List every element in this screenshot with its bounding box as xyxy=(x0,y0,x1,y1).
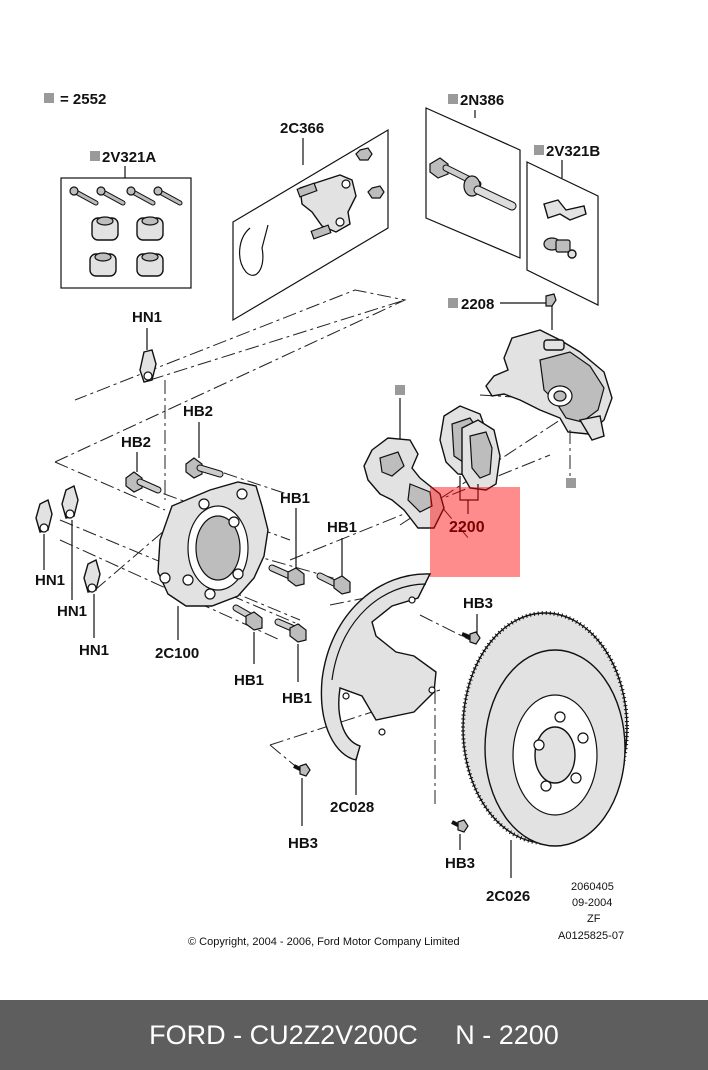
legend-2552: = 2552 xyxy=(44,91,106,108)
kit-2c366-label: 2C366 xyxy=(280,120,324,137)
legend-marker-icon xyxy=(44,93,54,103)
kit-marker-icon xyxy=(534,145,544,155)
hb2-bolt-b: HB2 xyxy=(121,434,162,494)
caliper-2208-label: 2208 xyxy=(461,296,494,313)
part-number-text: FORD - CU2Z2V200C N - 2200 xyxy=(149,1019,559,1050)
nut-icon xyxy=(367,185,385,199)
hb2-bolt-a: HB2 xyxy=(183,403,224,479)
kit-2v321b-label: 2V321B xyxy=(546,143,600,160)
hb3-label-a: HB3 xyxy=(463,595,493,612)
kit-2v321b: 2V321B xyxy=(526,143,600,306)
caliper-bracket xyxy=(363,385,445,529)
hn1-label-c: HN1 xyxy=(57,603,87,620)
hn1-nut-d: HN1 xyxy=(79,558,109,659)
guide-bolt-icon xyxy=(69,186,183,206)
hn1-label-top: HN1 xyxy=(132,309,162,326)
kit-2c366: 2C366 xyxy=(232,120,389,322)
hb1-label-b: HB1 xyxy=(327,519,357,536)
kit-marker-icon xyxy=(566,478,576,488)
hb1-label-c: HB1 xyxy=(234,672,264,689)
drawing-ref: A0125825-07 xyxy=(558,930,624,942)
legend-label: = 2552 xyxy=(60,91,106,108)
hb3-label-c: HB3 xyxy=(445,855,475,872)
highlight-box xyxy=(430,487,520,577)
brake-pads-2200 xyxy=(439,405,501,514)
caliper-2208: 2208 xyxy=(448,293,613,488)
hb1-label-a: HB1 xyxy=(280,490,310,507)
drawing-code: ZF xyxy=(587,913,601,925)
part-number-footer: FORD - CU2Z2V200C N - 2200 xyxy=(0,1000,708,1070)
hn1-label-b: HN1 xyxy=(35,572,65,589)
bushing-icon xyxy=(89,216,164,277)
bleeder-icon xyxy=(543,237,577,259)
hb3-label-b: HB3 xyxy=(288,835,318,852)
kit-marker-icon xyxy=(90,151,100,161)
hb1-bolt-d: HB1 xyxy=(274,618,312,707)
hb3-screw-c: HB3 xyxy=(445,819,475,872)
kit-2v321a-label: 2V321A xyxy=(102,149,156,166)
hb2-label-b: HB2 xyxy=(121,434,151,451)
hex-bolt-icon xyxy=(245,611,263,631)
brake-pads-2200-label: 2200 xyxy=(449,519,485,536)
brake-rotor-2c026: 2C026 xyxy=(461,611,629,905)
hb3-screw-b: HB3 xyxy=(288,763,318,852)
hb1-bolt-b: HB1 xyxy=(316,519,357,595)
kit-2n386-label: 2N386 xyxy=(460,92,504,109)
kit-marker-icon xyxy=(395,385,405,395)
hex-bolt-icon xyxy=(289,623,307,643)
hb3-screw-a: HB3 xyxy=(461,595,493,645)
hn1-nut-c: HN1 xyxy=(57,484,87,620)
brake-exploded-diagram: = 2552 2V321A xyxy=(35,91,629,948)
kit-2n386: 2N386 xyxy=(425,92,521,259)
hb1-bolt-a: HB1 xyxy=(268,490,310,587)
screw-icon xyxy=(299,763,311,777)
hn1-nut-top: HN1 xyxy=(132,309,162,383)
kit-2v321a: 2V321A xyxy=(60,149,192,289)
hex-bolt-icon xyxy=(287,567,305,587)
nut-icon xyxy=(355,147,373,161)
hn1-nut-b: HN1 xyxy=(35,498,65,589)
kit-marker-icon xyxy=(448,94,458,104)
kit-2c366-box xyxy=(232,128,389,322)
anchor-plate-2c100-label: 2C100 xyxy=(155,645,199,662)
dust-shield-2c028: 2C028 xyxy=(320,573,437,816)
hex-bolt-icon xyxy=(125,471,143,493)
abutment-clip-icon xyxy=(543,199,587,221)
copyright-text: © Copyright, 2004 - 2006, Ford Motor Com… xyxy=(188,936,460,948)
hex-bolt-icon xyxy=(185,457,203,479)
drawing-date: 09-2004 xyxy=(572,897,612,909)
drawing-number: 2060405 xyxy=(571,881,614,893)
kit-marker-icon xyxy=(448,298,458,308)
drawing-info: 2060405 09-2004 ZF A0125825-07 xyxy=(558,881,624,942)
hb1-bolt-c: HB1 xyxy=(232,604,264,689)
hex-bolt-icon xyxy=(333,575,351,595)
anchor-plate-2c100: 2C100 xyxy=(155,481,269,662)
dust-shield-2c028-label: 2C028 xyxy=(330,799,374,816)
caliper-bolt-icon xyxy=(429,157,482,188)
caliper-bolt-icon xyxy=(463,175,517,211)
brake-rotor-2c026-label: 2C026 xyxy=(486,888,530,905)
hb2-label-a: HB2 xyxy=(183,403,213,420)
kit-2v321b-box xyxy=(526,161,599,306)
screw-icon xyxy=(469,631,481,645)
hn1-label-d: HN1 xyxy=(79,642,109,659)
screw-icon xyxy=(457,819,469,833)
hb1-label-d: HB1 xyxy=(282,690,312,707)
